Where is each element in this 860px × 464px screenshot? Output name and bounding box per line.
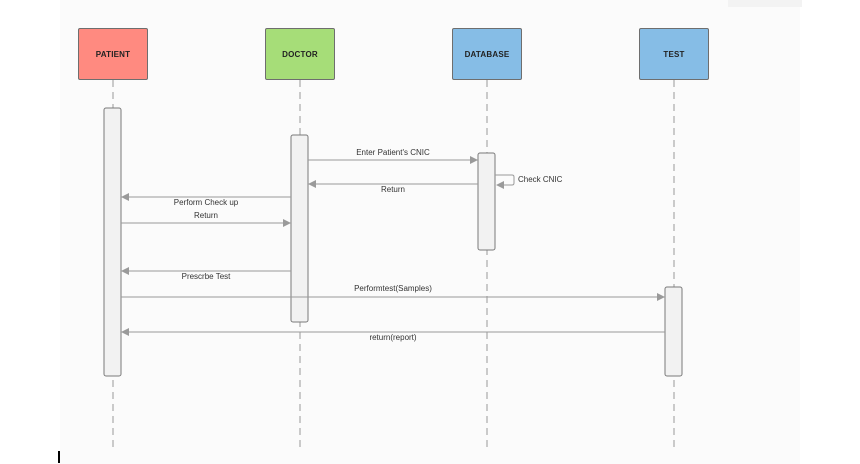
message-label-return-report: return(report) <box>369 333 416 342</box>
message-label-return-db: Return <box>381 185 405 194</box>
participant-label-database: DATABASE <box>464 49 510 59</box>
message-label-perform-checkup: Perform Check up <box>174 198 239 207</box>
participant-patient[interactable]: PATIENT <box>78 28 148 80</box>
participant-label-patient: PATIENT <box>95 49 131 59</box>
message-label-performtest: Performtest(Samples) <box>354 284 432 293</box>
participant-test[interactable]: TEST <box>639 28 709 80</box>
activation-doctor <box>290 134 309 323</box>
activation-patient <box>103 107 122 377</box>
message-label-check-cnic: Check CNIC <box>518 175 563 184</box>
participant-label-test: TEST <box>663 49 685 59</box>
message-arrow-check-cnic <box>495 174 515 189</box>
participant-label-doctor: DOCTOR <box>282 49 318 59</box>
text-cursor <box>58 451 60 463</box>
participant-database[interactable]: DATABASE <box>452 28 522 80</box>
message-label-return-patient: Return <box>194 211 218 220</box>
message-label-prescribe-test: Prescrbe Test <box>182 272 232 281</box>
activation-test <box>664 286 683 377</box>
activation-database <box>477 152 496 251</box>
participant-doctor[interactable]: DOCTOR <box>265 28 335 80</box>
canvas-corner-strip <box>728 0 802 7</box>
message-label-enter-cnic: Enter Patient's CNIC <box>356 148 430 157</box>
